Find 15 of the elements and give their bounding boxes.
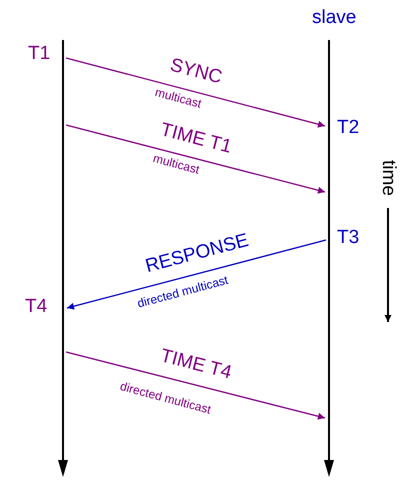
edge-label: SYNC	[168, 56, 224, 88]
participant-label: slave	[312, 8, 356, 27]
axis-label: time	[379, 160, 398, 196]
message-arrow	[66, 57, 326, 128]
edge-sublabel: directed multicast	[136, 274, 230, 310]
message-arrow	[66, 124, 326, 194]
time-label: T2	[337, 118, 360, 137]
edge-sublabel: directed multicast	[118, 380, 212, 416]
time-label: T4	[25, 297, 48, 316]
edge-label: TIME T4	[158, 346, 233, 383]
time-label: T1	[28, 44, 50, 63]
edge-sublabel: multicast	[154, 86, 203, 110]
message-arrow	[66, 351, 326, 420]
time-label: T3	[337, 228, 360, 247]
message-arrow	[66, 239, 326, 310]
